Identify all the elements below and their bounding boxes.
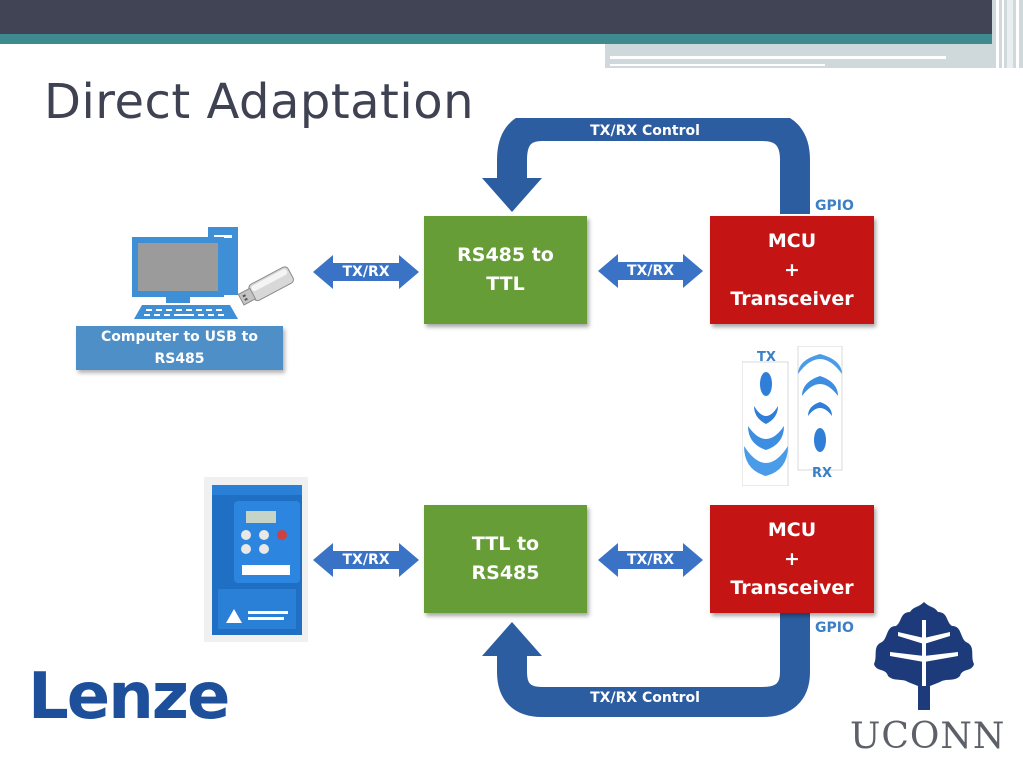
uconn-wordmark: UCONN bbox=[850, 716, 1006, 757]
top-gpio-label: GPIO bbox=[815, 198, 854, 214]
header-accent-line bbox=[610, 56, 946, 59]
top-right-double-arrow bbox=[598, 254, 703, 288]
bottom-control-arrow bbox=[482, 612, 810, 717]
bottom-left-arrow-label: TX/RX bbox=[342, 552, 390, 568]
computer-label-text: Computer to USB to RS485 bbox=[101, 329, 258, 367]
header-stripe bbox=[0, 34, 1023, 44]
ttl-to-rs485-box: TTL to RS485 bbox=[424, 505, 587, 613]
top-control-arrow bbox=[482, 118, 810, 214]
computer-label: Computer to USB to RS485 bbox=[76, 326, 283, 370]
wireless-signal-icon bbox=[742, 346, 843, 486]
bottom-right-double-arrow bbox=[598, 543, 703, 577]
rs485-to-ttl-box: RS485 to TTL bbox=[424, 216, 587, 324]
bottom-mcu-box: MCU + Transceiver bbox=[710, 505, 874, 613]
top-right-arrow-label: TX/RX bbox=[626, 263, 675, 279]
top-left-arrow-label: TX/RX bbox=[342, 264, 390, 280]
bottom-control-label: TX/RX Control bbox=[590, 690, 700, 706]
usb-stick-icon bbox=[237, 266, 294, 306]
header-accent-line-short bbox=[610, 64, 825, 66]
bottom-gpio-label: GPIO bbox=[815, 620, 854, 636]
lenze-logo: Lenze bbox=[28, 660, 230, 734]
computer-icon bbox=[132, 227, 238, 319]
oak-leaf-icon bbox=[874, 602, 974, 710]
top-mcu-box: MCU + Transceiver bbox=[710, 216, 874, 324]
rx-label: RX bbox=[812, 466, 833, 481]
bottom-left-double-arrow bbox=[313, 543, 419, 577]
header-bar bbox=[0, 0, 1023, 36]
header-vertical-lines bbox=[992, 0, 1023, 68]
slide-title: Direct Adaptation bbox=[44, 74, 474, 130]
top-control-label: TX/RX Control bbox=[590, 123, 700, 139]
bottom-right-arrow-label: TX/RX bbox=[626, 552, 675, 568]
top-left-double-arrow bbox=[313, 255, 419, 289]
tx-label: TX bbox=[757, 350, 776, 365]
vfd-drive-icon bbox=[204, 477, 308, 642]
